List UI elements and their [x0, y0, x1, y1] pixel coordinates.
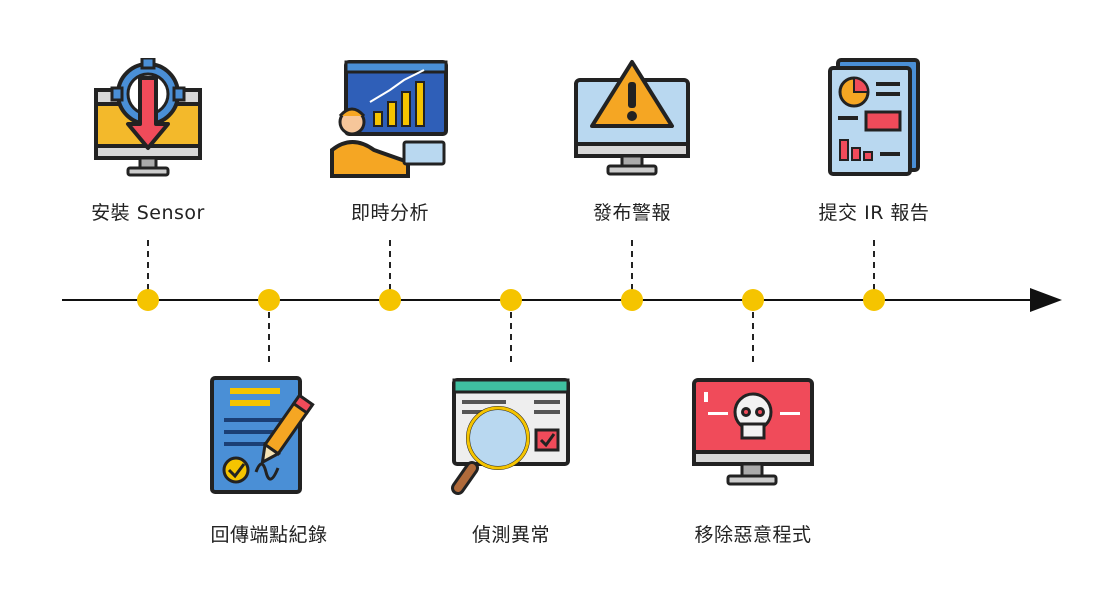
step-label-6: 移除惡意程式 [694, 524, 812, 546]
timeline-dot-7 [863, 289, 885, 311]
connector-4 [510, 312, 512, 362]
connector-7 [873, 240, 875, 290]
step-label-3: 即時分析 [350, 202, 429, 224]
timeline-dot-1 [137, 289, 159, 311]
connector-2 [268, 312, 270, 362]
connector-6 [752, 312, 754, 362]
report-document-icon [828, 58, 920, 176]
timeline-dot-4 [500, 289, 522, 311]
step-label-7: 提交 IR 報告 [818, 202, 930, 224]
magnifier-browser-icon [451, 378, 570, 495]
signed-document-icon [210, 376, 315, 494]
monitor-warning-icon [574, 60, 690, 176]
timeline-axis [62, 299, 1037, 301]
step-label-2: 回傳端點紀錄 [210, 524, 328, 546]
timeline-dot-6 [742, 289, 764, 311]
step-label-5: 發布警報 [592, 202, 671, 224]
connector-1 [147, 240, 149, 290]
connector-5 [631, 240, 633, 290]
connector-3 [389, 240, 391, 290]
analyst-chart-icon [330, 60, 448, 178]
timeline-dot-5 [621, 289, 643, 311]
timeline-arrowhead [1030, 288, 1062, 312]
step-label-1: 安裝 Sensor [91, 202, 205, 224]
timeline-dot-2 [258, 289, 280, 311]
monitor-skull-icon [692, 378, 814, 486]
timeline-dot-3 [379, 289, 401, 311]
monitor-download-gear-icon [94, 58, 202, 177]
step-label-4: 偵測異常 [471, 524, 550, 546]
